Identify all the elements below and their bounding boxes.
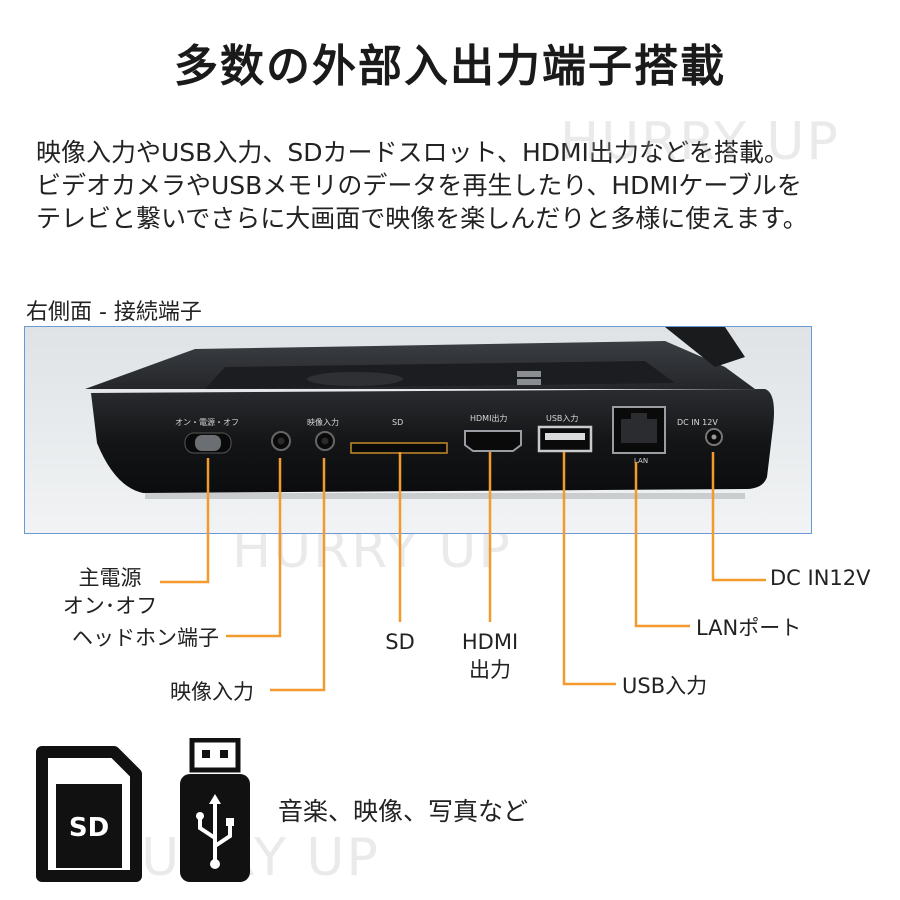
device-label-usb: USB入力 <box>546 413 578 423</box>
page-title: 多数の外部入出力端子搭載 <box>174 41 726 92</box>
sd-card-icon: SD <box>34 744 144 884</box>
leader-usb <box>562 452 616 686</box>
callout-power-line: オン･オフ <box>62 594 158 618</box>
description-line: ビデオカメラやUSBメモリのデータを再生したり、HDMIケーブルを <box>36 171 802 200</box>
usb-drive-icon <box>178 737 252 886</box>
power-switch-knob <box>195 435 221 451</box>
device-label-dc: DC IN 12V <box>677 418 718 427</box>
callout-headphone: ヘッドホン端子 <box>72 626 219 650</box>
callout-hdmi-line: 出力 <box>469 658 511 682</box>
media-caption: 音楽、映像、写真など <box>278 797 529 826</box>
hdmi-port <box>464 430 522 452</box>
callout-power: 主電源 オン･オフ <box>62 564 158 620</box>
description-line: 映像入力やUSB入力、SDカードスロット、HDMI出力などを搭載。 <box>36 138 789 167</box>
callout-usb: USB入力 <box>622 674 708 698</box>
callout-hdmi-line: HDMI <box>461 630 519 654</box>
section-label: 右側面 - 接続端子 <box>26 300 202 325</box>
callout-hdmi: HDMI 出力 <box>450 628 530 684</box>
sd-card-icon-text: SD <box>69 813 109 843</box>
leader-dc <box>711 452 766 582</box>
callout-lan: LANポート <box>696 616 802 640</box>
device-label-sd: SD <box>392 418 403 427</box>
callout-dc: DC IN12V <box>770 566 871 590</box>
callout-power-line: 主電源 <box>78 566 142 590</box>
leader-lan <box>634 462 690 628</box>
device-label-av-in: 映像入力 <box>307 417 339 427</box>
device-photo: オン・電源・オフ 映像入力 SD HDMI出力 USB入力 LAN DC IN … <box>24 326 812 534</box>
device-label-hdmi: HDMI出力 <box>470 413 507 423</box>
leader-power <box>160 458 210 584</box>
description: 映像入力やUSB入力、SDカードスロット、HDMI出力などを搭載。 ビデオカメラ… <box>36 136 876 235</box>
device-label-power: オン・電源・オフ <box>175 418 239 427</box>
description-line: テレビと繋いでさらに大画面で映像を楽しんだりと多様に使えます。 <box>36 204 808 233</box>
callout-sd: SD <box>385 630 415 654</box>
callout-video-in: 映像入力 <box>170 680 254 704</box>
leader-video-in <box>270 458 326 692</box>
device-label-lan: LAN <box>634 457 648 465</box>
leader-headphone <box>226 458 282 638</box>
